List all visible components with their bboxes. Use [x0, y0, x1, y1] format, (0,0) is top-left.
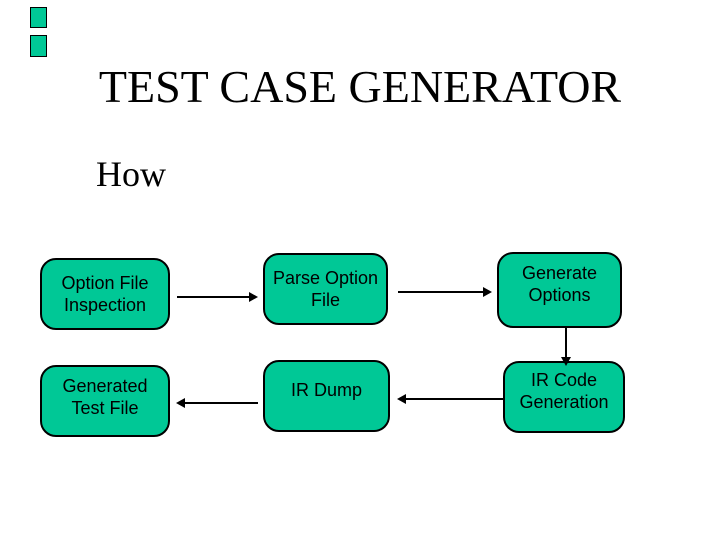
- flow-box-ir-dump: IR Dump: [263, 360, 390, 432]
- flow-box-ir-code-generation: IR Code Generation: [503, 361, 625, 433]
- slide-title: TEST CASE GENERATOR: [98, 61, 622, 112]
- decor-bar-bottom: [30, 35, 47, 57]
- arrow-line: [406, 398, 503, 400]
- box-label-line: IR Code: [530, 370, 598, 390]
- box-label-line: Option File: [61, 273, 149, 293]
- arrow-head-right-icon: [483, 287, 492, 297]
- box-label-line: Test File: [71, 398, 139, 418]
- box-label-line: Generation: [519, 392, 609, 412]
- slide-subtitle: How: [96, 154, 166, 194]
- arrow-ir-code-generation-to-ir-dump: [397, 394, 503, 404]
- flow-box-parse-option-file: Parse Option File: [263, 253, 388, 325]
- arrow-line: [177, 296, 249, 298]
- flow-box-option-file-inspection: Option File Inspection: [40, 258, 170, 330]
- box-label-line: Generate: [521, 263, 598, 283]
- box-label-line: Options: [528, 285, 591, 305]
- flow-box-generated-test-file: Generated Test File: [40, 365, 170, 437]
- arrow-parse-option-file-to-generate-options: [398, 287, 492, 297]
- arrow-generate-options-to-ir-code-generation: [561, 328, 571, 366]
- arrow-head-left-icon: [176, 398, 185, 408]
- arrow-ir-dump-to-generated-test-file: [176, 398, 258, 408]
- arrow-line: [565, 328, 567, 357]
- arrow-head-left-icon: [397, 394, 406, 404]
- decor-bar-top: [30, 7, 47, 28]
- box-label-line: Generated: [62, 376, 148, 396]
- arrow-head-down-icon: [561, 357, 571, 366]
- flow-box-generate-options: Generate Options: [497, 252, 622, 328]
- arrow-line: [185, 402, 258, 404]
- box-label-line: Inspection: [63, 295, 147, 315]
- arrow-head-right-icon: [249, 292, 258, 302]
- arrow-line: [398, 291, 483, 293]
- box-label-line: IR Dump: [290, 380, 362, 400]
- box-label-line: Parse Option: [272, 268, 379, 288]
- box-label-line: File: [310, 290, 340, 310]
- arrow-option-file-inspection-to-parse-option-file: [177, 292, 258, 302]
